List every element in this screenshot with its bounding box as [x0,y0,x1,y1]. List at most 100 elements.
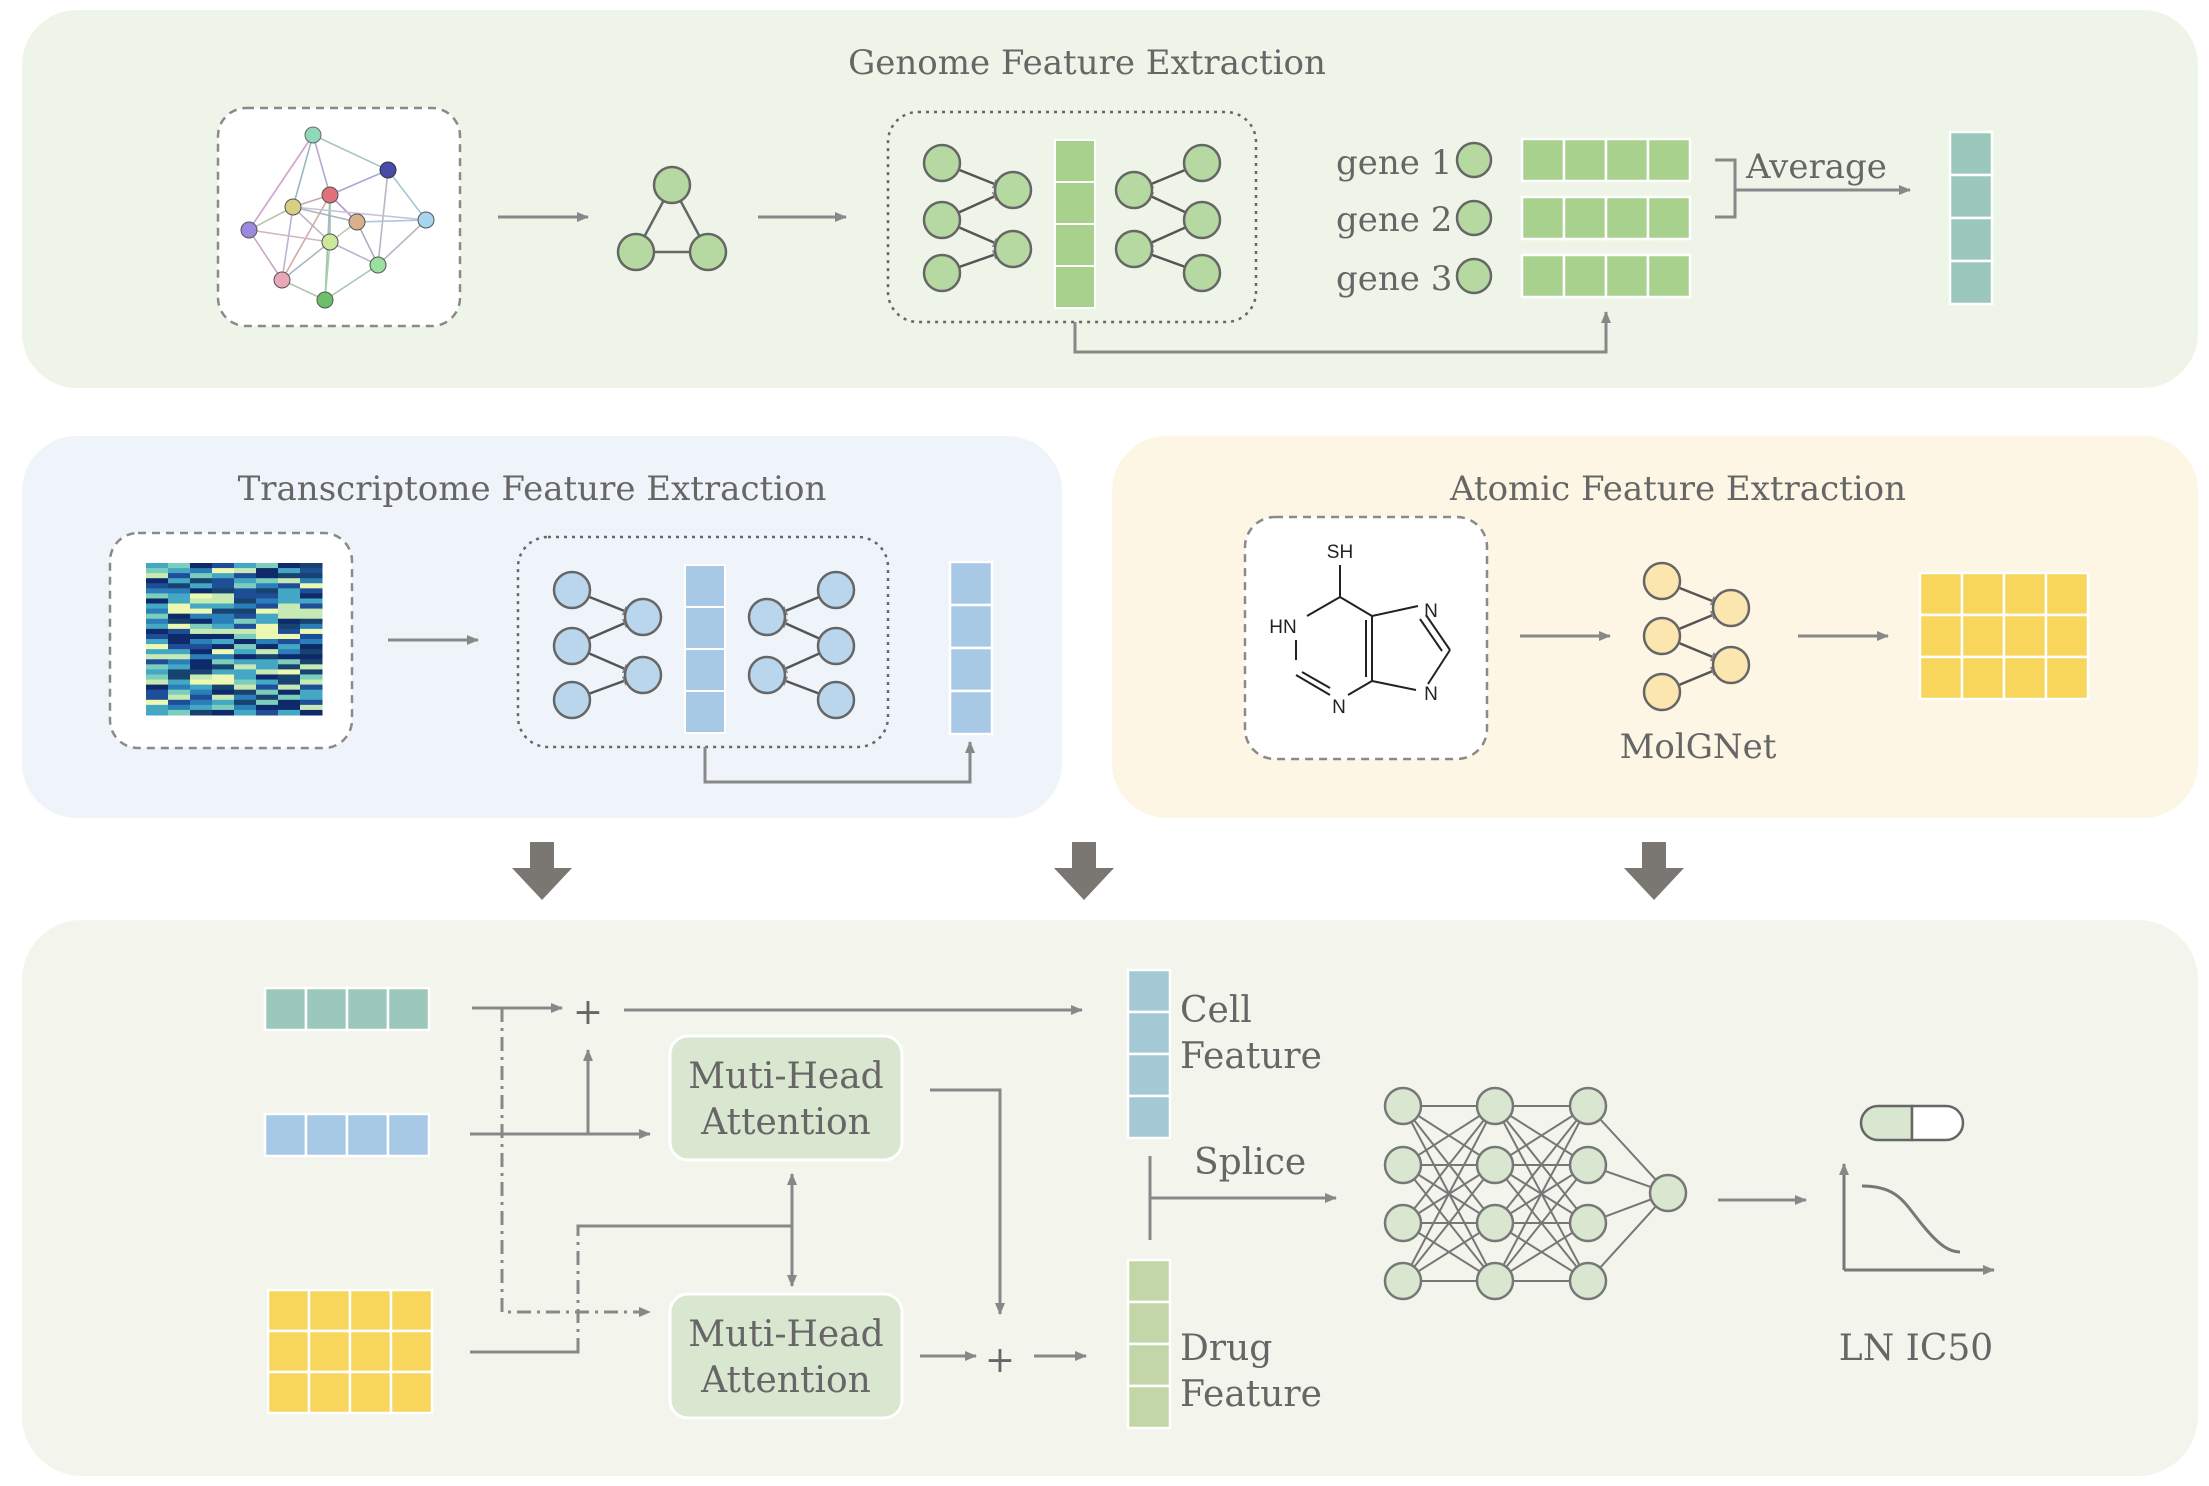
heatmap-cell [190,568,213,574]
heatmap-cell [146,689,169,696]
heatmap-cell [212,639,235,645]
gene-1-node [1455,141,1493,179]
heatmap-cell [146,633,169,640]
heatmap-cell [256,588,279,594]
heatmap-cell [256,573,279,579]
mlp-edge [1587,1105,1669,1194]
heatmap-cell [256,649,279,655]
heatmap-cell [190,644,213,650]
heatmap-cell [168,694,191,701]
heatmap-cell [278,613,301,620]
heatmap-cell [168,659,191,665]
heatmap-cell [212,704,235,711]
genome-feature-vector [1948,130,1994,306]
heatmap-cell [278,639,301,645]
plus-sign-top: + [573,992,603,1033]
heatmap-cell [190,628,213,635]
molgnet-label: MolGNet [1620,727,1777,767]
heatmap-cell [168,608,191,615]
heatmap-cell [168,644,191,650]
heatmap-cell [168,669,191,675]
heatmap-cell [300,623,323,630]
heatmap-cell [234,674,257,681]
heatmap-cell [300,578,323,584]
heatmap-cell [212,694,235,701]
heatmap-cell [190,583,213,589]
heatmap-cell [212,618,235,625]
heatmap-cell [256,578,279,584]
heatmap-cell [212,664,235,670]
heatmap-cell [146,578,169,584]
heatmap-cell [190,669,213,675]
heatmap-cell [146,573,169,579]
heatmap-cell [212,699,235,706]
gene-3-label: gene 3 [1336,259,1452,299]
heatmap-cell [256,628,279,635]
heatmap-cell [168,578,191,584]
heatmap-cell [256,598,279,605]
heatmap-cell [190,578,213,584]
heatmap-cell [234,639,257,645]
genome-input-vector [263,986,431,1032]
heatmap-cell [190,588,213,594]
heatmap-cell [256,694,279,701]
heatmap-cell [234,654,257,660]
heatmap-cell [300,608,323,615]
mlp-node [1568,1086,1608,1126]
heatmap-cell [146,704,169,711]
heatmap-cell [146,628,169,635]
heatmap-cell [146,659,169,665]
heatmap-cell [168,709,191,716]
genome-skip-arrow [1073,311,1611,354]
transcriptome-input-vector [263,1112,431,1158]
heatmap-cell [190,563,213,569]
heatmap-cell [256,704,279,711]
drug-feature-label-2: Feature [1180,1374,1322,1415]
heatmap-cell [256,684,279,691]
heatmap-cell [168,684,191,691]
heatmap-cell [234,573,257,579]
heatmap-cell [212,608,235,615]
multi-head-attention-top: Muti-Head Attention [668,1034,904,1162]
genome-to-bottom-attention-dashdot [500,1008,651,1317]
heatmap-cell [212,628,235,635]
heatmap-cell [146,654,169,660]
heatmap-cell [278,704,301,711]
heatmap-cell [234,598,257,605]
heatmap-cell [300,588,323,594]
heatmap-cell [278,593,301,599]
heatmap-cell [146,669,169,675]
heatmap-cell [212,623,235,630]
heatmap-cell [278,568,301,574]
heatmap-cell [212,689,235,696]
mlp-node [1568,1261,1608,1301]
heatmap-cell [300,573,323,579]
heatmap-cell [234,664,257,670]
heatmap-cell [168,664,191,670]
heatmap-cell [300,679,323,686]
heatmap-cell [300,709,323,716]
heatmap-cell [234,649,257,655]
heatmap-cell [212,568,235,574]
splice-label: Splice [1194,1142,1306,1183]
heatmap-cell [168,654,191,660]
heatmap-cell [190,674,213,681]
heatmap-cell [256,654,279,660]
heatmap-cell [212,674,235,681]
heatmap-cell [300,633,323,640]
heatmap-cell [256,639,279,645]
heatmap-cell [278,694,301,701]
heatmap-cell [234,623,257,630]
atomic-title: Atomic Feature Extraction [1449,469,1906,509]
heatmap-cell [300,674,323,681]
heatmap-cell [212,563,235,569]
heatmap-cell [256,699,279,706]
heatmap-cell [300,704,323,711]
heatmap-cell [168,588,191,594]
heatmap-cell [190,593,213,599]
heatmap-cell [190,664,213,670]
heatmap-cell [300,649,323,655]
heatmap-cell [278,573,301,579]
gene-embeddings [1520,137,1692,299]
